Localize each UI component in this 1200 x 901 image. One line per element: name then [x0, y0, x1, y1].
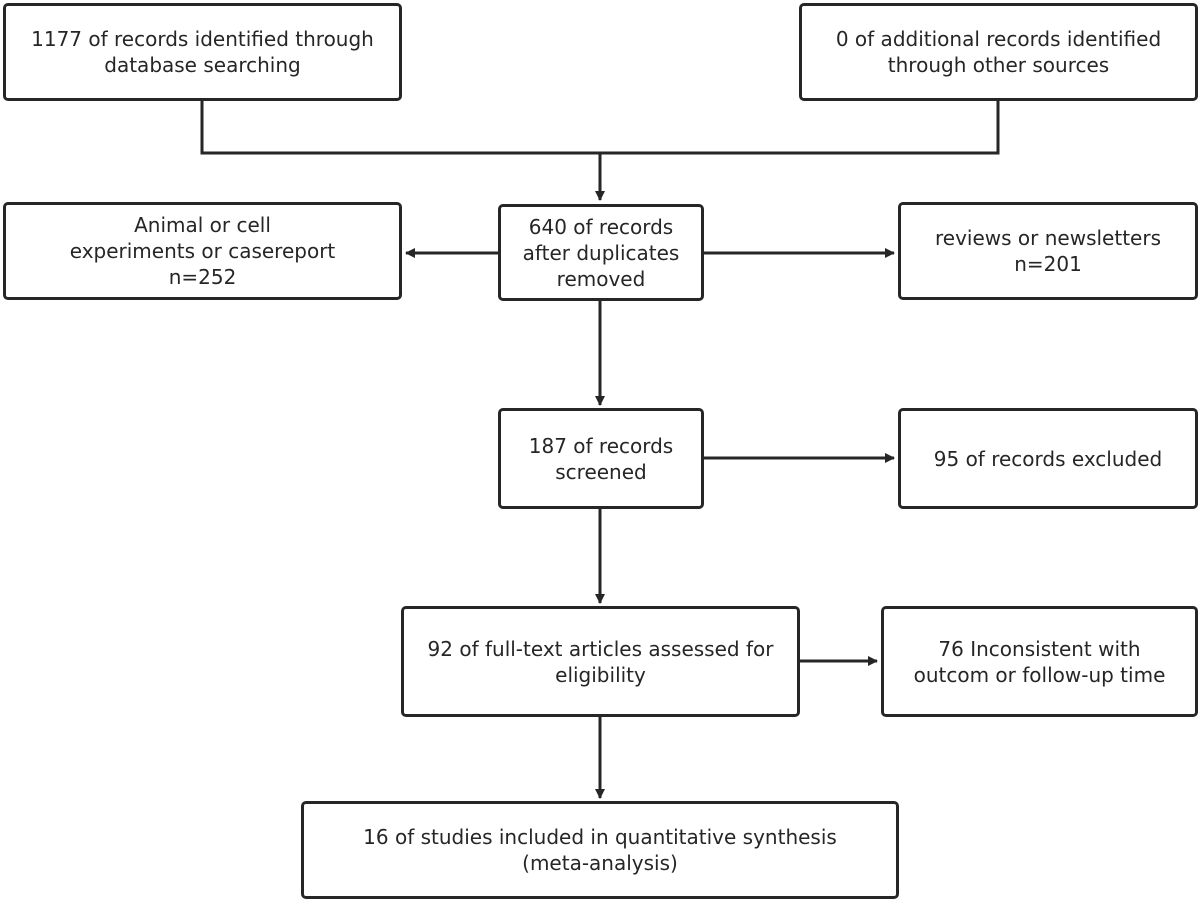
- studies-included-box: 16 of studies included in quantitative s…: [301, 801, 899, 899]
- box-line: removed: [556, 266, 646, 291]
- excluded-reviews-box: reviews or newsletters n=201: [898, 202, 1198, 300]
- box-line: Animal or cell: [134, 213, 271, 237]
- box-line: n=201: [1014, 252, 1082, 276]
- box-line: database searching: [104, 53, 301, 77]
- box-line: through other sources: [887, 53, 1110, 77]
- box-line: 640 of records: [528, 214, 674, 239]
- box-line: 16 of studies included in quantitative s…: [363, 825, 837, 849]
- box-line: (meta-analysis): [522, 851, 678, 875]
- records-identified-other-sources-box: 0 of additional records identified throu…: [799, 3, 1198, 101]
- box-line: experiments or casereport: [69, 239, 336, 263]
- box-line: 76 Inconsistent with: [938, 636, 1141, 661]
- box-line: outcom or follow-up time: [913, 662, 1166, 687]
- records-excluded-box: 95 of records excluded: [898, 408, 1198, 509]
- records-after-duplicates-box: 640 of records after duplicates removed: [498, 204, 704, 301]
- box-line: reviews or newsletters: [935, 226, 1161, 250]
- box-line: 92 of full-text articles assessed for: [427, 636, 774, 661]
- records-screened-box: 187 of records screened: [498, 408, 704, 509]
- excluded-outcome-box: 76 Inconsistent with outcom or follow-up…: [881, 606, 1198, 717]
- merge-line: [200, 101, 1000, 155]
- fulltext-assessed-box: 92 of full-text articles assessed for el…: [401, 606, 800, 717]
- box-line: n=252: [168, 265, 237, 289]
- box-line: 0 of additional records identified: [835, 27, 1162, 51]
- box-line: 95 of records excluded: [933, 446, 1163, 471]
- box-line: 1177 of records identified through: [31, 27, 374, 51]
- box-line: after duplicates: [522, 240, 680, 265]
- records-identified-database-box: 1177 of records identified through datab…: [3, 3, 402, 101]
- excluded-animal-cell-box: Animal or cell experiments or casereport…: [3, 202, 402, 300]
- box-line: eligibility: [555, 662, 646, 687]
- box-line: 187 of records: [528, 433, 674, 458]
- box-line: screened: [555, 459, 647, 484]
